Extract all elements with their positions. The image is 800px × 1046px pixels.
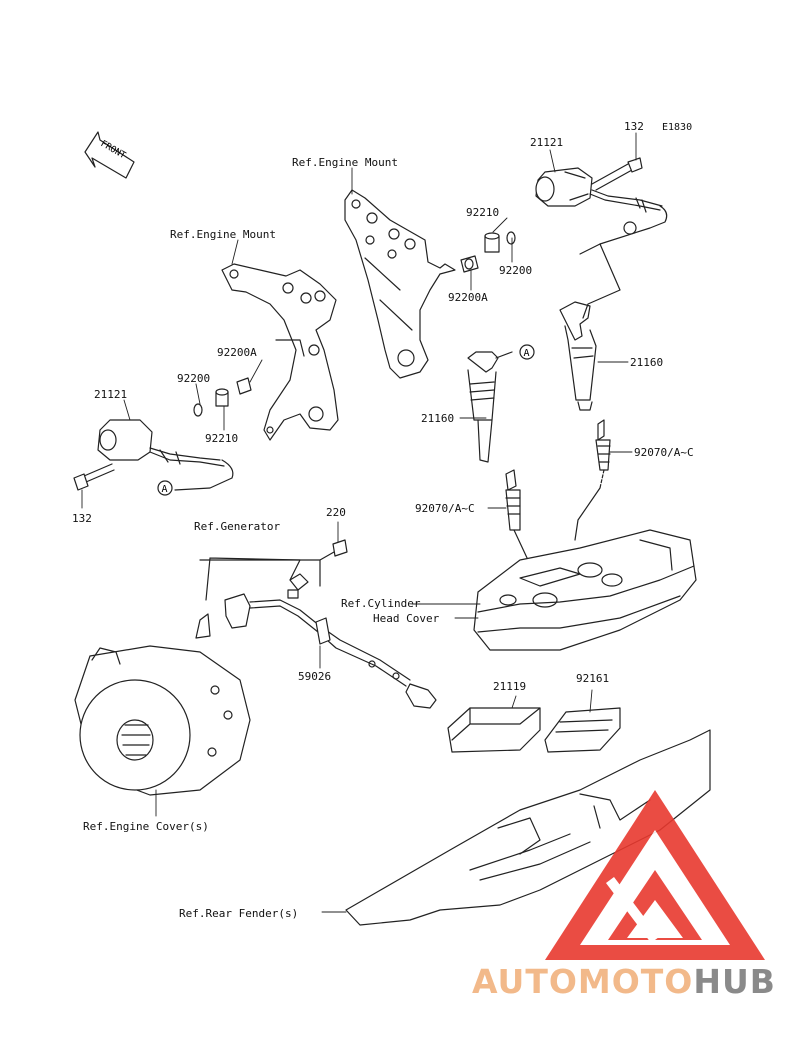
watermark-moto: MOTO <box>577 962 694 1001</box>
callout-a-1: A <box>524 348 530 359</box>
part-92210-top: 92210 <box>466 206 500 219</box>
diagram-code: E1830 <box>662 122 693 133</box>
part-21160-left: 21160 <box>421 412 455 425</box>
part-92161 <box>544 707 621 753</box>
part-21121-left: 21121 <box>94 388 128 401</box>
ignition-coil-left <box>97 419 234 491</box>
bolt-132-top <box>591 157 643 191</box>
part-132-top: 132 <box>624 120 644 133</box>
pickup-coil-wiring <box>195 557 437 709</box>
collar-92210-top <box>484 231 516 253</box>
part-92070-left: 92070/A~C <box>415 502 475 515</box>
grommet-92200a-top <box>460 255 479 273</box>
engine-mount-right <box>344 189 456 379</box>
part-92200-top: 92200 <box>499 264 533 277</box>
ignition-coil-top <box>535 167 668 255</box>
part-92070-right: 92070/A~C <box>634 446 694 459</box>
automotohub-logo-icon <box>545 790 765 960</box>
label-ref-engine-cover: Ref.Engine Cover(s) <box>83 820 209 833</box>
watermark-auto: AUTO <box>472 962 578 1001</box>
part-220: 220 <box>326 506 346 519</box>
callout-a-2: A <box>162 484 168 495</box>
part-59026: 59026 <box>298 670 332 683</box>
label-head-cover: Head Cover <box>373 612 440 625</box>
label-ref-rear-fender: Ref.Rear Fender(s) <box>179 907 299 920</box>
part-92200a-top: 92200A <box>448 291 488 304</box>
cylinder-head-cover <box>473 529 697 651</box>
part-92200a-left: 92200A <box>217 346 257 359</box>
part-21119: 21119 <box>493 680 527 693</box>
watermark-hub: HUB <box>693 962 776 1001</box>
engine-mount-left <box>221 263 339 441</box>
label-ref-engine-mount-top: Ref.Engine Mount <box>292 156 398 169</box>
label-ref-engine-mount-left: Ref.Engine Mount <box>170 228 276 241</box>
part-21160-right: 21160 <box>630 356 664 369</box>
rear-fender <box>345 729 711 926</box>
label-ref-generator: Ref.Generator <box>194 520 281 533</box>
spark-plug-left <box>505 469 521 531</box>
part-92161: 92161 <box>576 672 610 685</box>
stick-coil-21160-left <box>467 351 513 463</box>
bolt-220 <box>319 539 348 561</box>
part-21121-top: 21121 <box>530 136 564 149</box>
part-21119 <box>447 707 541 753</box>
generator <box>74 645 251 796</box>
part-132-left: 132 <box>72 512 92 525</box>
stick-coil-21160-right <box>559 243 621 411</box>
watermark-text: AUTOMOTOHUB <box>472 962 776 1001</box>
part-92200-left: 92200 <box>177 372 211 385</box>
front-arrow-icon <box>84 131 135 179</box>
label-ref-cylinder: Ref.Cylinder <box>341 597 421 610</box>
part-92210-left: 92210 <box>205 432 239 445</box>
spark-plug-right <box>595 419 611 471</box>
bolt-132-left <box>73 463 115 491</box>
